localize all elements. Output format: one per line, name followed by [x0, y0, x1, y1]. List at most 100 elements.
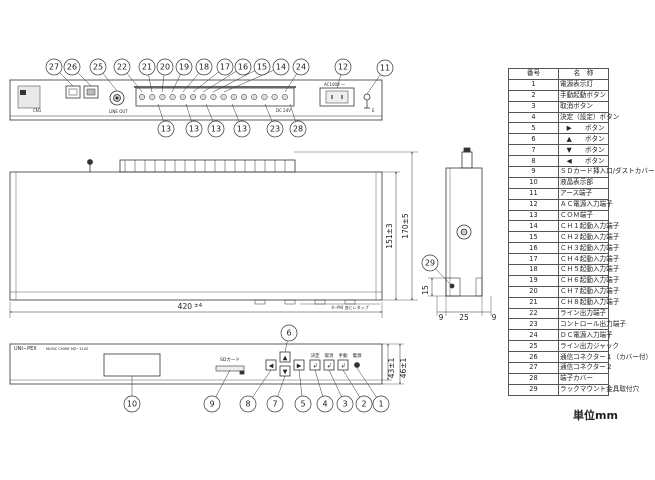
row-name: ＣＨ３起動入力端子 — [558, 242, 620, 255]
row-name: ＣＨ２起動入力端子 — [558, 231, 620, 244]
power-label: 電源 — [353, 352, 362, 359]
cancel-label: 取消 — [325, 352, 334, 359]
callout-number: 9 — [209, 400, 214, 409]
side-callouts: 29 — [421, 254, 453, 287]
callout-number: 13 — [237, 125, 247, 134]
row-number: 27 — [508, 362, 559, 374]
rear-spec-label — [17, 85, 41, 109]
terminal-screw — [230, 93, 237, 101]
callout: 8 — [239, 369, 272, 413]
callout: 13 — [205, 103, 225, 138]
rear-view — [9, 79, 383, 121]
depth-dimension-total: 170±5 — [401, 213, 410, 239]
callout: 17 — [192, 58, 234, 93]
header-no: 番号 — [508, 68, 559, 80]
callout-number: 13 — [211, 125, 221, 134]
table-row: 8 ◀ ボタン — [508, 155, 609, 168]
row-name: ＣＨ８起動入力端子 — [558, 296, 620, 309]
callout-number: 27 — [49, 63, 59, 72]
row-number: 13 — [508, 209, 559, 222]
front-total-dim: 46±1 — [399, 357, 408, 378]
communication-connector-2 — [65, 85, 81, 99]
svg-text:420: 420 — [178, 302, 193, 311]
callout-number: 10 — [127, 400, 137, 409]
callout: 24 — [284, 58, 310, 93]
callout-number: 8 — [245, 400, 250, 409]
side-jack — [456, 224, 472, 240]
row-name: 手動起動ボタン — [558, 89, 609, 102]
mount-tap-note: 4−M4 皿ヒレタップ — [331, 304, 368, 310]
side-dim-height: 15 — [421, 285, 430, 295]
callout: 13 — [157, 103, 175, 138]
callout-number: 7 — [272, 400, 277, 409]
svg-text:43±1: 43±1 — [387, 357, 396, 378]
front-panel-outline — [9, 343, 383, 385]
power-indicator-lamp — [354, 362, 360, 368]
terminal-cover — [134, 86, 296, 88]
terminal-screws — [138, 93, 288, 101]
unit-label: 単位mm — [573, 409, 618, 422]
left-arrow-icon: ◀ — [269, 363, 274, 370]
callout-number: 23 — [270, 125, 280, 134]
row-name: アース端子 — [558, 187, 609, 200]
callout: 27 — [45, 58, 74, 87]
row-name: ▲ ボタン — [558, 133, 609, 146]
table-row: 6 ▲ ボタン — [508, 133, 609, 146]
row-number: 19 — [508, 274, 559, 287]
callout: 16 — [202, 58, 252, 93]
row-name: 端子カバー — [558, 372, 609, 385]
front-height-dim: 43±1 — [387, 357, 396, 378]
row-name: ▼ ボタン — [558, 144, 609, 157]
lcd-display — [103, 353, 161, 377]
row-number: 24 — [508, 329, 559, 342]
callout: 2 — [342, 369, 373, 413]
model-label: MUSIC CHIME MZ−114S — [46, 347, 89, 351]
row-number: 4 — [508, 111, 559, 124]
top-terminal-strip — [119, 159, 296, 173]
callout-number: 24 — [296, 63, 306, 72]
manual-label: 手動 — [339, 352, 348, 359]
row-number: 12 — [508, 198, 559, 211]
callout-number: 11 — [380, 64, 390, 73]
callout: 13 — [231, 103, 251, 138]
rear-panel-outline — [9, 79, 383, 121]
callout: 21 — [138, 58, 156, 93]
callout-number: 18 — [199, 63, 209, 72]
svg-text:151±3: 151±3 — [385, 223, 394, 249]
row-number: 6 — [508, 133, 559, 146]
row-number: 28 — [508, 372, 559, 385]
terminal-screw — [179, 93, 186, 101]
callout-number: 6 — [286, 329, 291, 338]
svg-text:46±1: 46±1 — [399, 357, 408, 378]
callout-number: 12 — [338, 63, 348, 72]
terminal-screw — [200, 93, 207, 101]
manual-button-icon: ↲ — [340, 363, 345, 370]
callout-number: 3 — [342, 400, 347, 409]
sd-card-slot — [215, 365, 245, 372]
callout: 28 — [289, 103, 307, 138]
right-arrow-icon: ▶ — [297, 363, 302, 370]
sd-card-label: SDカード — [220, 357, 240, 363]
callout-number: 1 — [378, 400, 383, 409]
row-number: 16 — [508, 242, 559, 255]
svg-text:170±5: 170±5 — [401, 213, 410, 239]
callout: 20 — [156, 58, 174, 93]
callout: 10 — [123, 376, 141, 413]
row-number: 23 — [508, 318, 559, 331]
row-name: 通信コネクター１（カバー付） — [558, 351, 653, 364]
callout-number: 21 — [142, 63, 152, 72]
row-number: 8 — [508, 155, 559, 168]
